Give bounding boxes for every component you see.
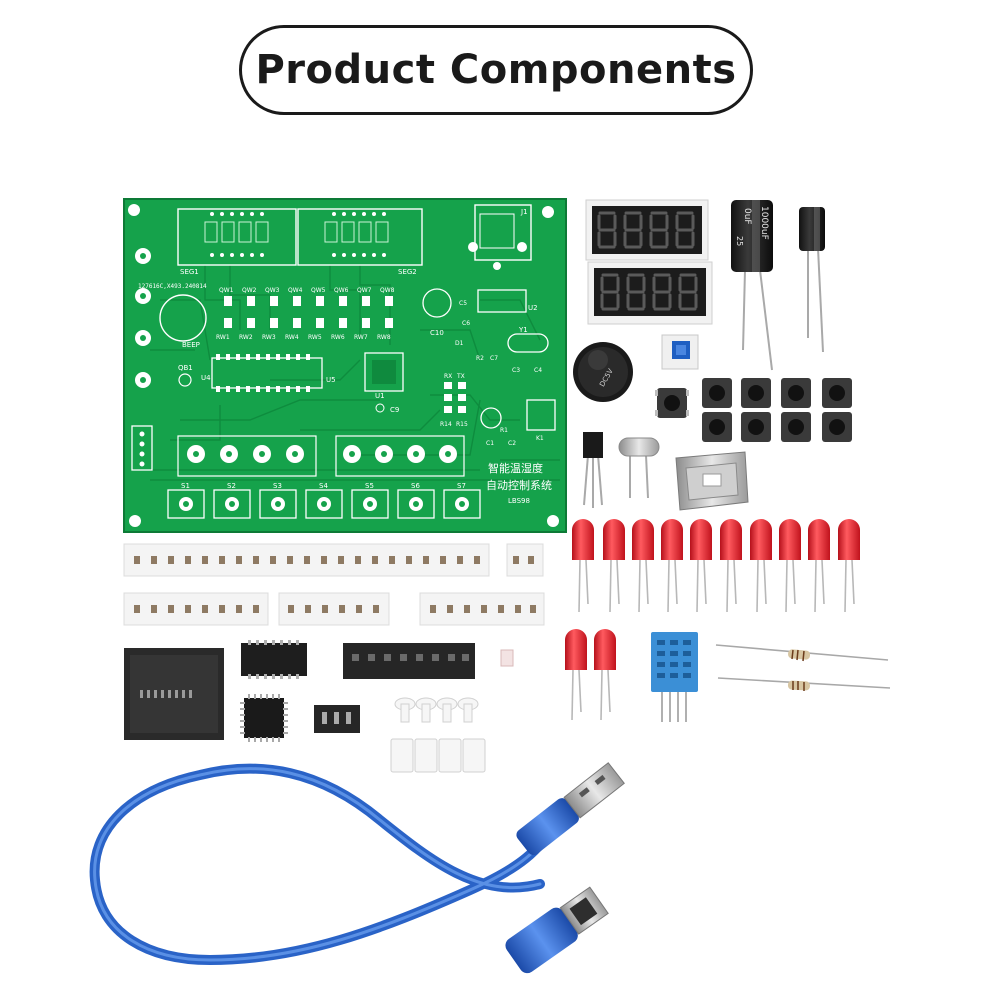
pcb-label-beep: BEEP — [182, 341, 200, 349]
pcb-label-s5: S5 — [365, 482, 374, 490]
pcb-label-s6: S6 — [411, 482, 420, 490]
resistors — [715, 644, 891, 691]
pcb-label-r1: R1 — [500, 427, 508, 434]
electrolytic-capacitor-small — [799, 207, 825, 353]
nylon-screws-standoffs — [390, 697, 486, 773]
pcb-label-seg2: SEG2 — [398, 268, 417, 276]
pcb-label-qw6: QW6 — [334, 287, 349, 294]
pcb-label-rw1: RW1 — [216, 334, 230, 341]
pcb-label-j1: J1 — [520, 208, 528, 216]
pcb-label-u5: U5 — [326, 376, 336, 384]
buzzer: DC5V — [573, 342, 633, 402]
pcb-label-qw5: QW5 — [311, 287, 326, 294]
pcb-label-tx: TX — [456, 373, 465, 380]
pcb-label-qw7: QW7 — [357, 287, 372, 294]
capacitor-large-value-b: 1000uF — [759, 206, 769, 240]
usb-socket — [675, 451, 749, 511]
page-title: Product Components — [255, 47, 737, 93]
pcb-label-y1: Y1 — [518, 326, 528, 334]
pcb-label-rw2: RW2 — [239, 334, 253, 341]
pcb-label-s4: S4 — [319, 482, 328, 490]
pcb-label-c10: C10 — [430, 329, 444, 337]
pcb-label-r15: R15 — [456, 421, 468, 428]
pcb-label-rw3: RW3 — [262, 334, 276, 341]
pcb-label-s3: S3 — [273, 482, 282, 490]
pcb-label-r2: R2 — [476, 355, 484, 362]
red-leds — [565, 519, 860, 721]
temperature-humidity-sensor — [651, 632, 698, 722]
pcb-label-rw7: RW7 — [354, 334, 368, 341]
pcb-label-c4: C4 — [534, 367, 542, 374]
capacitor-large-voltage: 25 — [735, 236, 744, 246]
pcb-label-rw5: RW5 — [308, 334, 322, 341]
seven-segment-display-bottom — [587, 261, 713, 325]
pcb-label-rw6: RW6 — [331, 334, 345, 341]
pcb-label-k1: K1 — [536, 435, 544, 442]
pcb-label-s1: S1 — [181, 482, 190, 490]
capacitor-large-value-a: 0uF — [742, 208, 752, 225]
seven-segment-display-top — [585, 199, 709, 261]
pcb-chinese-line2: 自动控制系统 — [486, 478, 552, 492]
pcb-label-u2: U2 — [528, 304, 538, 312]
pcb-board: SEG1 SEG2 127616C,X493.240814 J1 BEEP QB… — [123, 198, 567, 533]
pcb-label-c1: C1 — [486, 440, 494, 447]
pcb-label-qw1: QW1 — [219, 287, 234, 294]
pcb-label-c7: C7 — [490, 355, 498, 362]
smd-component-tapes — [123, 543, 545, 626]
pcb-label-r14: R14 — [440, 421, 452, 428]
pcb-label-qw4: QW4 — [288, 287, 303, 294]
crystal-oscillator — [618, 437, 660, 499]
tactile-buttons — [655, 378, 852, 442]
transistor — [583, 432, 603, 508]
pcb-label-c5: C5 — [459, 300, 467, 307]
pcb-label-c6: C6 — [462, 320, 470, 327]
title-badge: Product Components — [239, 25, 753, 115]
pcb-label-rx: RX — [444, 373, 452, 380]
pcb-label-rw8: RW8 — [377, 334, 391, 341]
pcb-chinese-line1: 智能温湿度 — [488, 461, 543, 475]
pcb-label-seg1: SEG1 — [180, 268, 199, 276]
pcb-label-s7: S7 — [457, 482, 466, 490]
pcb-label-rw4: RW4 — [285, 334, 299, 341]
pcb-label-qw8: QW8 — [380, 287, 395, 294]
pcb-serial: 127616C,X493.240814 — [138, 283, 207, 290]
usb-cable — [89, 762, 625, 974]
pcb-label-qw3: QW3 — [265, 287, 280, 294]
ic-chips — [124, 640, 514, 742]
pcb-label-u4: U4 — [201, 374, 211, 382]
pcb-label-s2: S2 — [227, 482, 236, 490]
pcb-label-qw2: QW2 — [242, 287, 257, 294]
pcb-label-u1: U1 — [375, 392, 385, 400]
pcb-label-d1: D1 — [455, 340, 464, 347]
pcb-model: LBS98 — [508, 497, 530, 505]
self-locking-switch — [661, 334, 699, 370]
pcb-label-qb1: QB1 — [178, 364, 193, 372]
electrolytic-capacitor-large: 0uF 1000uF 25 — [731, 200, 773, 371]
pcb-label-c2: C2 — [508, 440, 516, 447]
pcb-label-c3: C3 — [512, 367, 520, 374]
pcb-label-c9: C9 — [390, 406, 399, 414]
